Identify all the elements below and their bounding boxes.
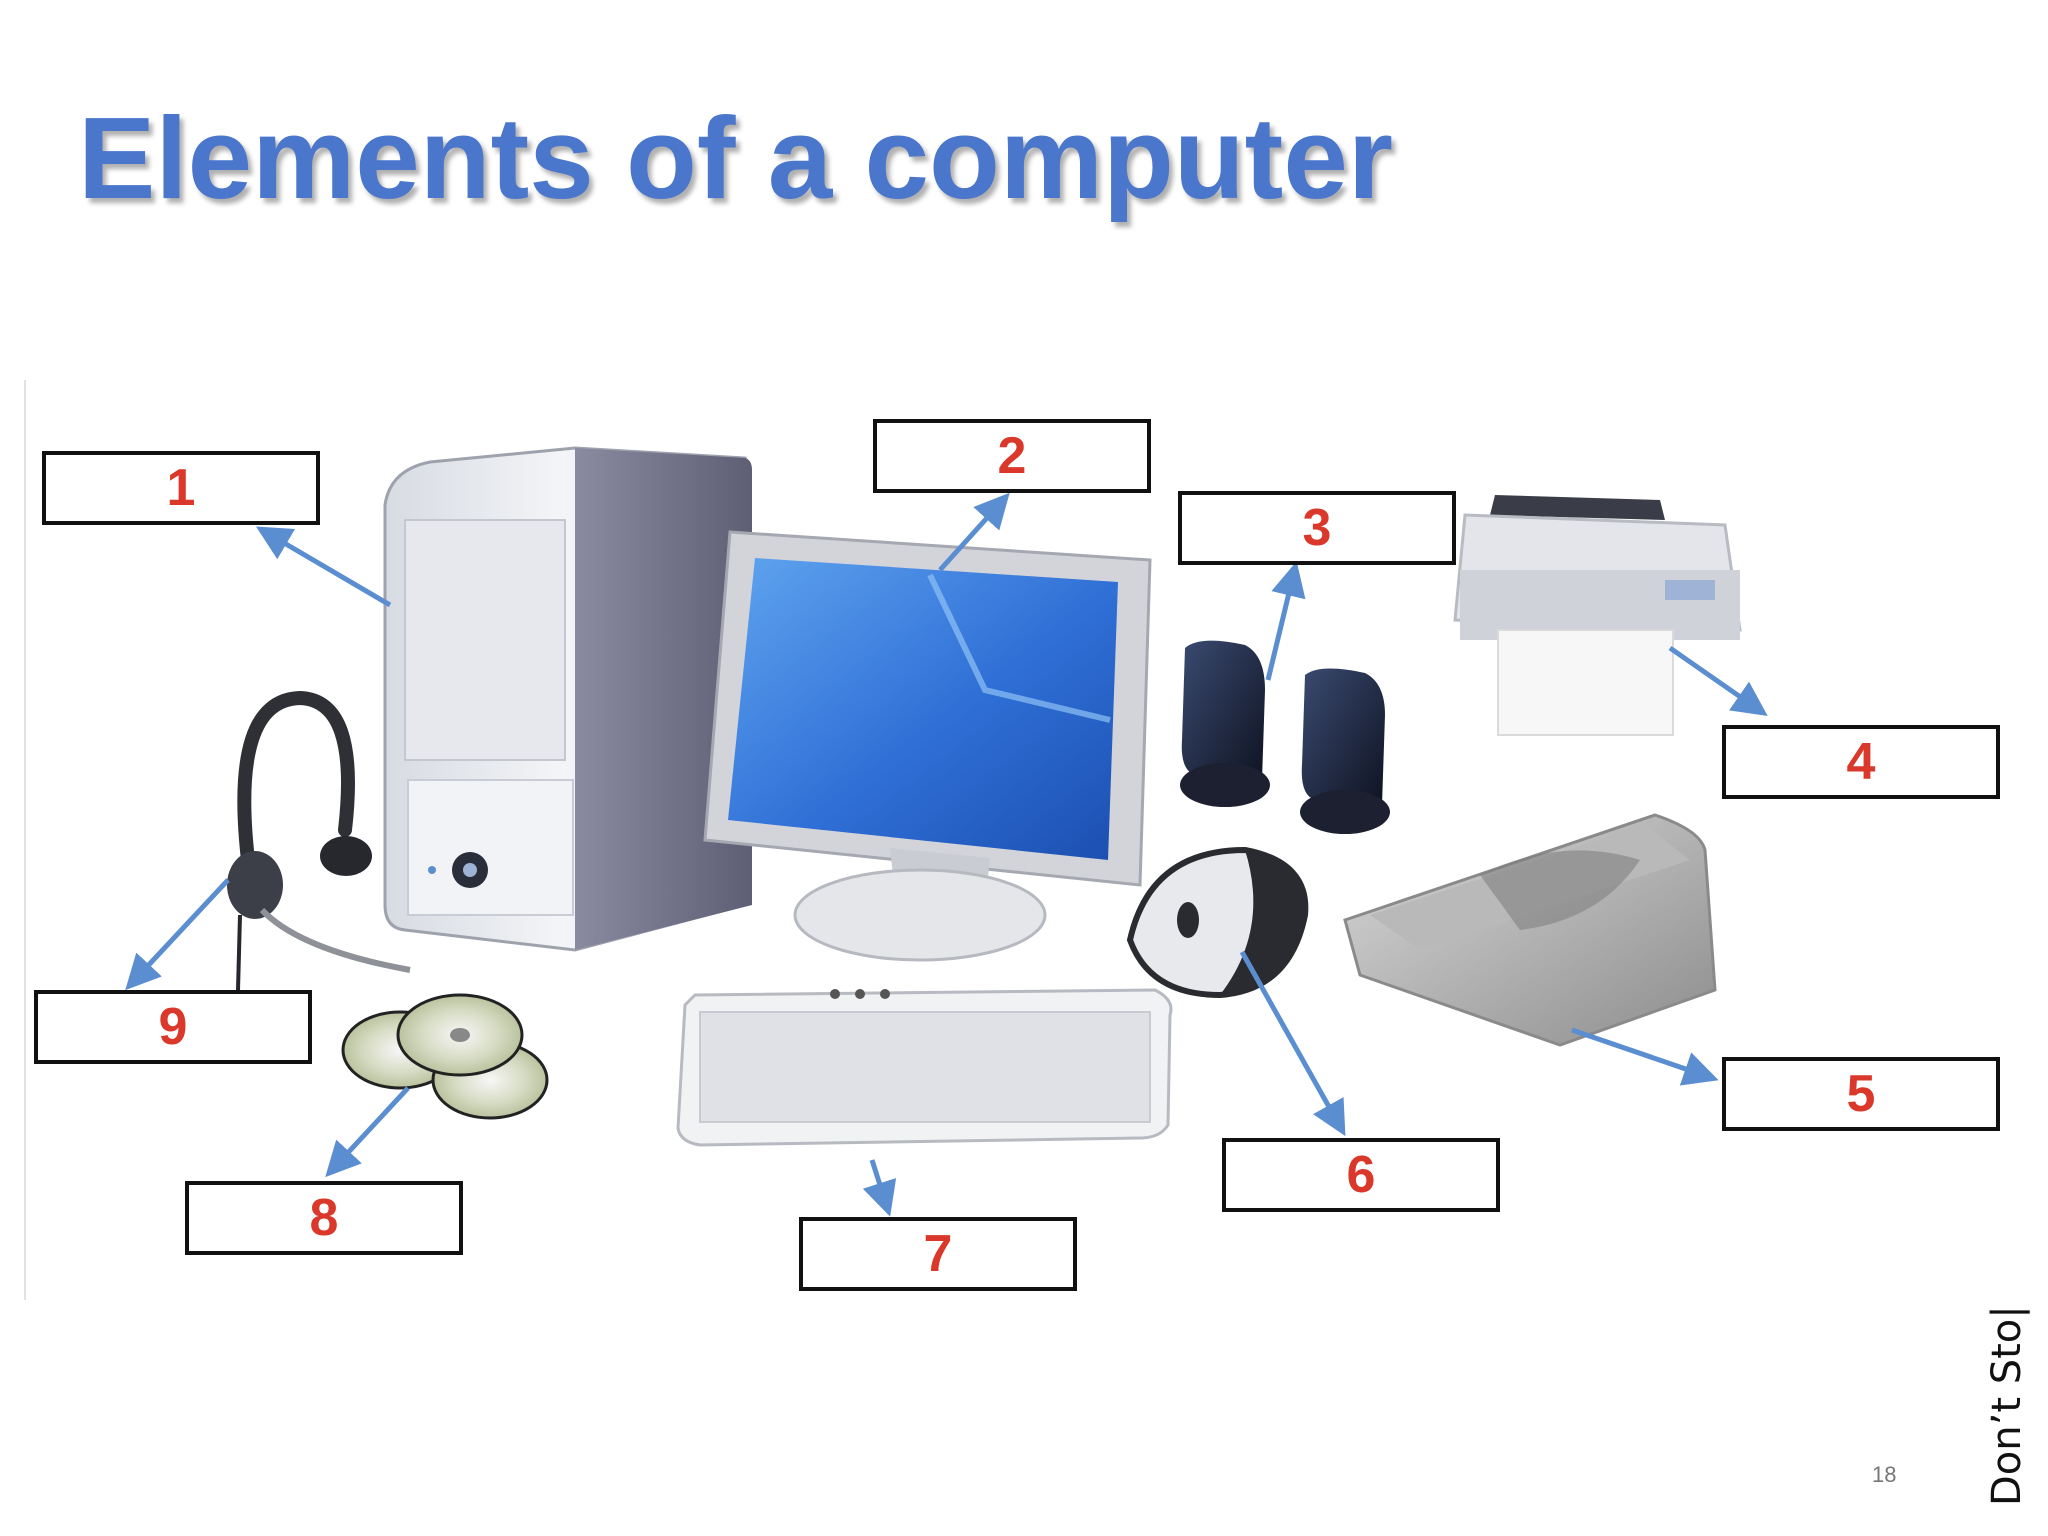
mouse-illustration bbox=[1126, 846, 1309, 999]
pointer-arrows bbox=[125, 492, 1768, 1217]
arrow-1 bbox=[255, 526, 392, 608]
label-number: 4 bbox=[1846, 733, 1876, 791]
page-number: 18 bbox=[1872, 1462, 1897, 1487]
printer-illustration bbox=[1453, 495, 1742, 736]
arrow-7 bbox=[862, 1159, 897, 1217]
system-unit-illustration bbox=[383, 446, 752, 952]
slide-title: Elements of a computer bbox=[78, 93, 1393, 223]
label-box-6[interactable]: 6 bbox=[1222, 1138, 1500, 1212]
arrow-2 bbox=[938, 492, 1010, 572]
arrow-5 bbox=[1571, 1027, 1719, 1086]
speakers-illustration bbox=[1180, 640, 1390, 834]
arrow-3 bbox=[1265, 561, 1306, 681]
label-number: 2 bbox=[997, 427, 1027, 485]
label-box-3[interactable]: 3 bbox=[1178, 491, 1456, 565]
label-number: 1 bbox=[166, 459, 196, 517]
label-box-9[interactable]: 9 bbox=[34, 990, 312, 1064]
label-box-7[interactable]: 7 bbox=[799, 1217, 1077, 1291]
keyboard-illustration bbox=[676, 988, 1173, 1147]
label-box-2[interactable]: 2 bbox=[873, 419, 1151, 493]
headset-illustration bbox=[227, 690, 411, 991]
label-box-4[interactable]: 4 bbox=[1722, 725, 2000, 799]
side-caption: Don’t Sto| bbox=[1984, 1305, 2030, 1506]
slide-left-rule bbox=[24, 380, 26, 1300]
label-number: 9 bbox=[158, 998, 188, 1056]
label-box-8[interactable]: 8 bbox=[185, 1181, 463, 1255]
monitor-illustration bbox=[703, 530, 1152, 962]
label-number: 5 bbox=[1846, 1065, 1876, 1123]
label-number: 3 bbox=[1302, 499, 1332, 557]
arrow-4 bbox=[1668, 645, 1768, 716]
label-number: 7 bbox=[923, 1225, 953, 1283]
scanner-illustration bbox=[1343, 813, 1717, 1047]
label-box-1[interactable]: 1 bbox=[42, 451, 320, 525]
arrow-9 bbox=[125, 878, 230, 991]
label-number: 8 bbox=[309, 1189, 339, 1247]
arrow-6 bbox=[1239, 950, 1346, 1137]
arrow-8 bbox=[325, 1086, 410, 1178]
label-box-5[interactable]: 5 bbox=[1722, 1057, 2000, 1131]
compact-discs-illustration bbox=[341, 993, 549, 1120]
label-number: 6 bbox=[1346, 1146, 1376, 1204]
